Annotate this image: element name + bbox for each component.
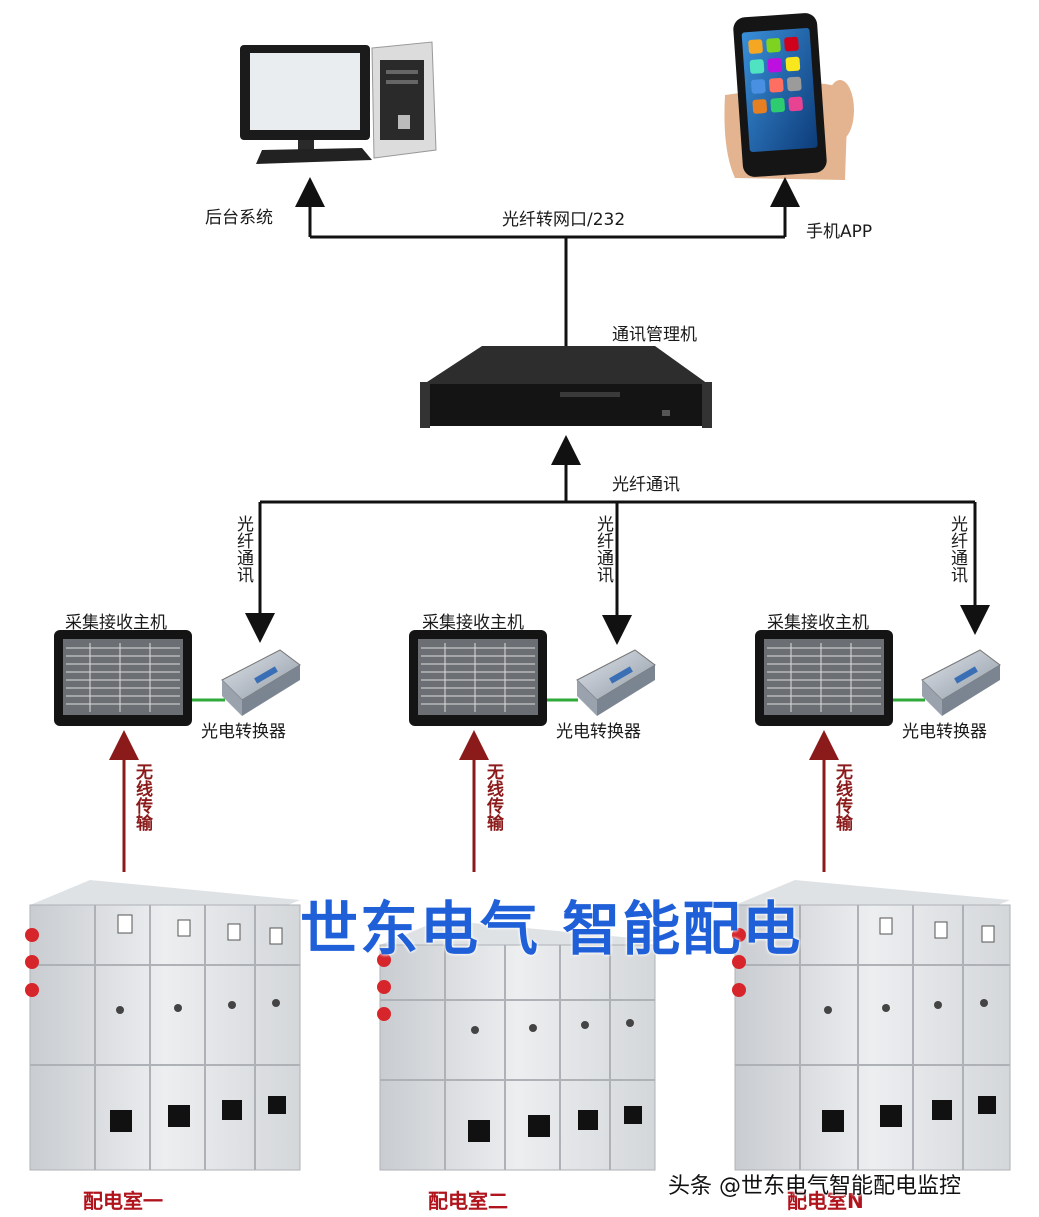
touchscreen-host-icon xyxy=(54,630,192,726)
collector-label: 采集接收主机 xyxy=(65,613,167,633)
wireless-label: 无线传输 xyxy=(132,763,152,831)
switchgear-cabinet-icon xyxy=(377,920,656,1171)
backend-label: 后台系统 xyxy=(205,208,273,228)
fiber-comm-vertical-label: 光纤通讯 xyxy=(593,515,613,583)
smartphone-icon xyxy=(724,13,854,180)
room-label-n: 配电室N xyxy=(787,1189,864,1213)
switchgear-cabinet-icon xyxy=(25,880,301,1171)
wireless-label: 无线传输 xyxy=(832,763,852,831)
collector-label: 采集接收主机 xyxy=(767,613,869,633)
fiber-converter-icon xyxy=(576,649,656,716)
converter-label: 光电转换器 xyxy=(201,722,286,742)
fiber-comm-label: 光纤通讯 xyxy=(612,475,680,495)
touchscreen-host-icon xyxy=(755,630,893,726)
fiber-converter-icon xyxy=(921,649,1001,716)
comm-manager-label: 通讯管理机 xyxy=(612,325,697,345)
switchgear-cabinet-icon xyxy=(732,880,1011,1171)
watermark: 头条 @世东电气智能配电监控 xyxy=(668,1174,961,1199)
wireless-label: 无线传输 xyxy=(483,763,503,831)
room-label-2: 配电室二 xyxy=(428,1189,508,1213)
room-label-1: 配电室一 xyxy=(83,1189,163,1213)
desktop-computer-icon xyxy=(240,41,437,164)
fiber-network-label: 光纤转网口/232 xyxy=(502,210,626,230)
collector-label: 采集接收主机 xyxy=(422,613,524,633)
fiber-converter-icon xyxy=(221,649,301,716)
mobile-app-label: 手机APP xyxy=(806,222,873,242)
rack-server-icon xyxy=(420,346,712,428)
brand-banner: 世东电气 智能配电 xyxy=(300,895,803,963)
touchscreen-host-icon xyxy=(409,630,547,726)
converter-label: 光电转换器 xyxy=(556,722,641,742)
fiber-comm-vertical-label: 光纤通讯 xyxy=(233,515,253,583)
converter-label: 光电转换器 xyxy=(902,722,987,742)
fiber-comm-vertical-label: 光纤通讯 xyxy=(947,515,967,583)
